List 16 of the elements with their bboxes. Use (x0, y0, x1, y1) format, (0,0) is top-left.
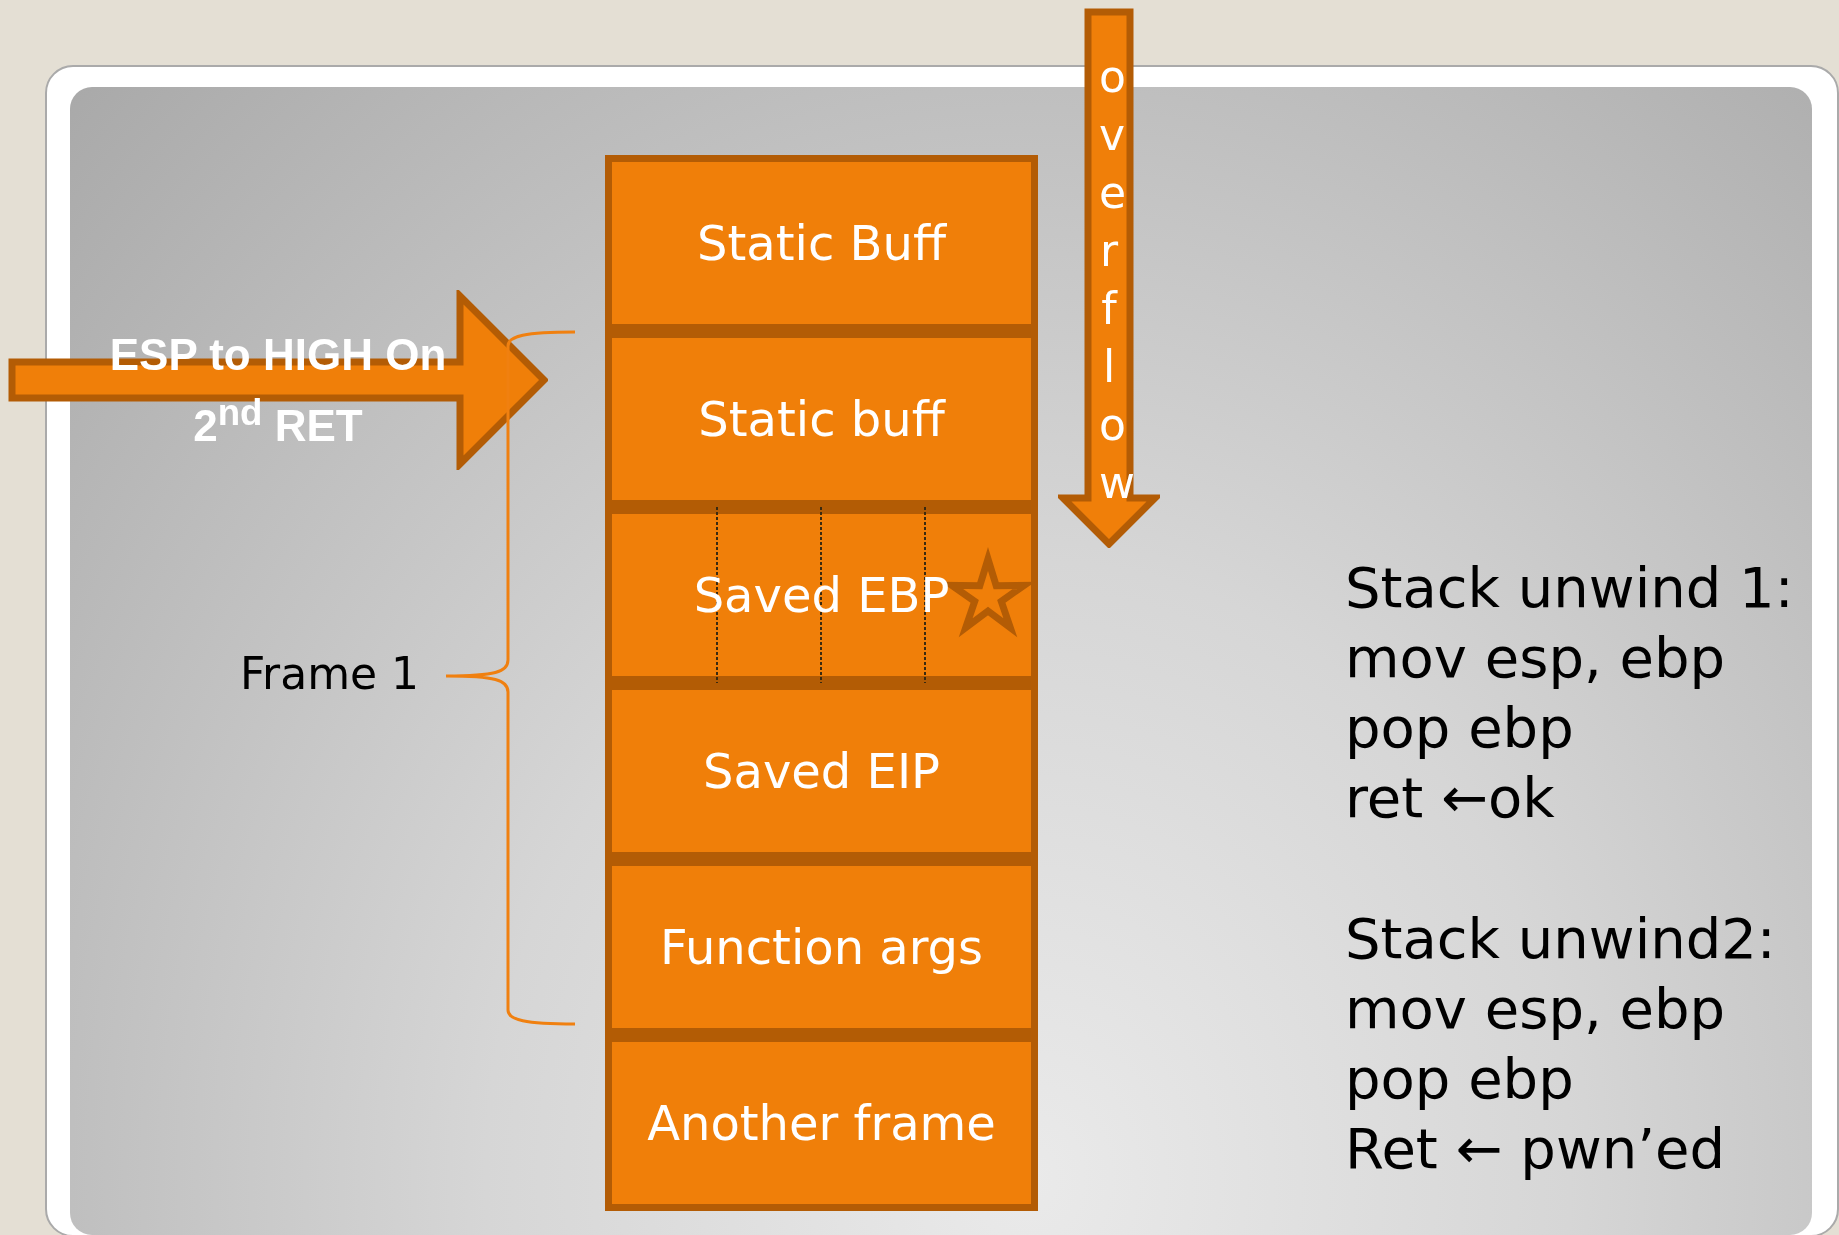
instruction-line: pop ebp (1345, 1046, 1574, 1111)
stack-slot: Another frame (605, 1035, 1038, 1211)
down-arrow: overflow (1058, 8, 1160, 548)
instruction-line: ret ←ok (1345, 765, 1555, 830)
stack-slot: Saved EBP (605, 507, 1038, 683)
instruction-heading: Stack unwind2: (1345, 906, 1776, 971)
instruction-line: Ret ← pwn’ed (1345, 1116, 1725, 1181)
stack-slot: Static buff (605, 331, 1038, 507)
stack-slot: Function args (605, 859, 1038, 1035)
instruction-heading: Stack unwind 1: (1345, 555, 1794, 620)
stack-slot: Static Buff (605, 155, 1038, 331)
instruction-line: mov esp, ebp (1345, 625, 1726, 690)
instruction-line: mov esp, ebp (1345, 976, 1726, 1041)
frame-label: Frame 1 (240, 648, 420, 699)
stack-slot: Saved EIP (605, 683, 1038, 859)
instruction-line: pop ebp (1345, 695, 1574, 760)
